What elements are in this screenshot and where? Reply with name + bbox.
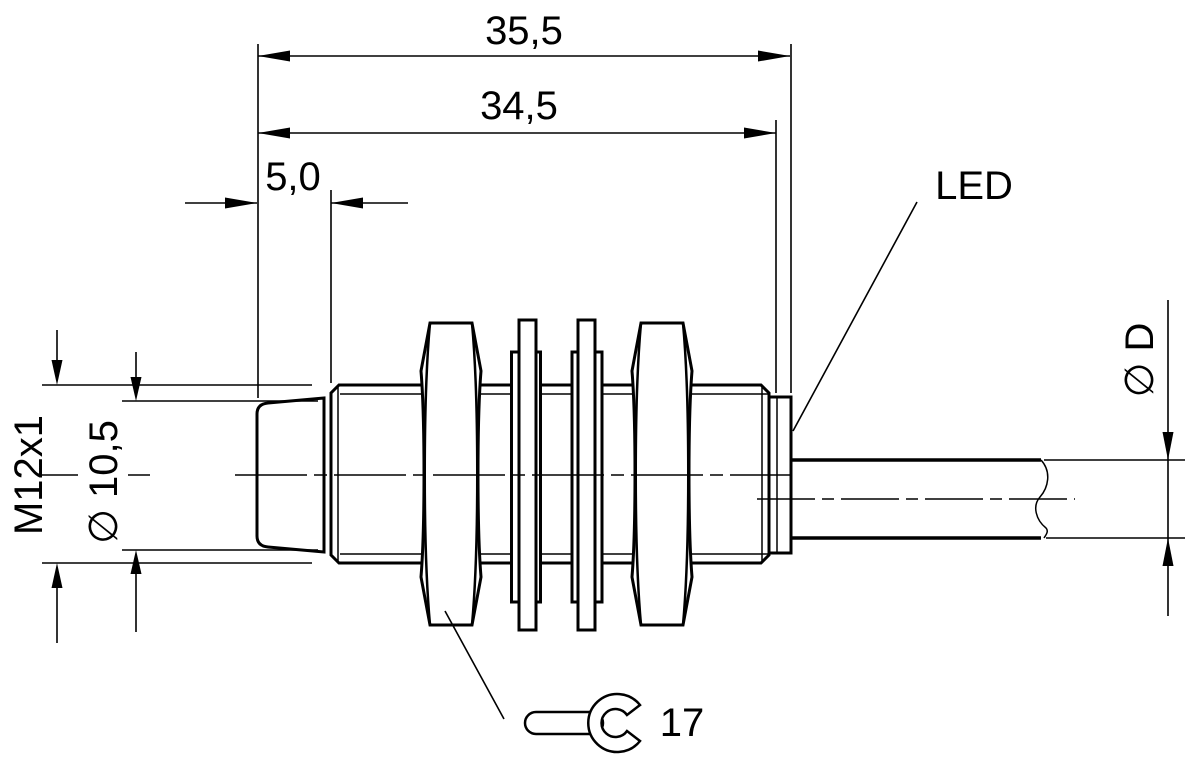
sensor-barrel [329, 383, 771, 565]
led-label: LED [935, 164, 1013, 208]
arrow-head-dia-top [130, 377, 142, 401]
dim-body-length-label: 34,5 [480, 84, 558, 128]
hex-nut-2-face-right [681, 322, 690, 626]
head-diameter-label: ∅ 10,5 [82, 420, 126, 544]
wrench-leader-line [444, 610, 505, 720]
wrench-size-label: 17 [659, 701, 705, 745]
arrow-thread-top [51, 360, 63, 385]
hex-nut-1-face-left [423, 322, 432, 626]
wrench-head [587, 692, 642, 754]
hex-nut-1 [419, 321, 483, 627]
dim-head-length-label: 5,0 [265, 155, 321, 199]
arrow-body-right [744, 127, 776, 139]
thread-spec-label: M12x1 [7, 414, 51, 536]
hex-nut-2-face-left [634, 322, 643, 626]
arrow-thread-bottom [51, 563, 63, 588]
arrow-cable-dia-bottom [1162, 538, 1174, 566]
dim-total-length-label: 35,5 [485, 9, 563, 53]
hex-nut-1-face-right [470, 322, 479, 626]
arrow-total-right [758, 50, 790, 62]
cable-break-symbol [1034, 459, 1049, 539]
arrow-head-dia-bottom [130, 550, 142, 574]
led-leader-line [792, 201, 918, 432]
wrench-handle [523, 710, 605, 736]
cable-diameter-label: ∅ D [1118, 322, 1162, 398]
arrow-total-left [258, 50, 290, 62]
arrow-cable-dia-top [1162, 432, 1174, 460]
arrow-body-left [258, 127, 290, 139]
arrow-head-left [225, 197, 257, 209]
wrench-icon [523, 692, 642, 754]
arrow-head-right [331, 197, 363, 209]
hex-nut-2 [630, 321, 694, 627]
